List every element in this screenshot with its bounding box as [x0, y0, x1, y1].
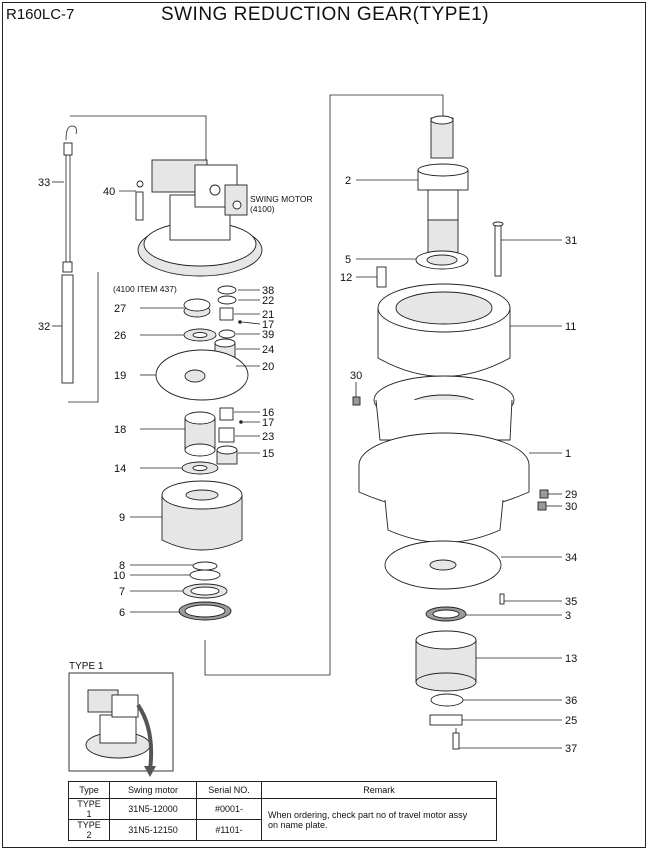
cell-swing-motor: 31N5-12000: [109, 798, 197, 820]
callout-10: 10: [113, 570, 125, 582]
callout-38: 38: [262, 285, 274, 297]
callout-17a: 17: [262, 319, 274, 331]
callout-20: 20: [262, 361, 274, 373]
callout-36: 36: [565, 695, 577, 707]
cell-serial: #0001-: [196, 798, 262, 820]
model-number: R160LC-7: [6, 6, 75, 23]
callout-30a: 30: [350, 370, 362, 382]
callout-3: 3: [565, 610, 571, 622]
callout-6: 6: [119, 607, 125, 619]
callout-40: 40: [103, 186, 115, 198]
callout-39: 39: [262, 329, 274, 341]
callout-9: 9: [119, 512, 125, 524]
swing-motor-part: [137, 159, 263, 277]
callout-16: 16: [262, 407, 274, 419]
callout-27: 27: [114, 303, 126, 315]
callout-11: 11: [565, 321, 576, 333]
callout-18: 18: [114, 424, 126, 436]
col-type: Type: [68, 781, 110, 799]
cell-swing-motor: 31N5-12150: [109, 819, 197, 841]
info-table: Type Swing motor Serial NO. Remark TYPE …: [68, 781, 497, 841]
col-swing-motor: Swing motor: [109, 781, 197, 799]
cell-type: TYPE 1: [68, 798, 110, 820]
callout-22: 22: [262, 295, 274, 307]
callout-7: 7: [119, 586, 125, 598]
callout-19: 19: [114, 370, 126, 382]
callout-35: 35: [565, 596, 577, 608]
assembly-boundary: [204, 94, 444, 676]
col-serial: Serial NO.: [196, 781, 262, 799]
leader-lines: [52, 179, 562, 749]
item-ref-label: (4100 ITEM 437): [113, 284, 177, 294]
level-gauge-part: [61, 125, 77, 384]
callout-14: 14: [114, 463, 126, 475]
cell-remark: When ordering, check part no of travel m…: [261, 798, 497, 841]
callout-23: 23: [262, 431, 274, 443]
callout-26: 26: [114, 330, 126, 342]
callout-8: 8: [119, 560, 125, 572]
callout-13: 13: [565, 653, 577, 665]
remark-line-2: on name plate.: [268, 819, 328, 830]
carrier-part: [161, 480, 243, 551]
swing-motor-label: SWING MOTOR: [250, 194, 313, 204]
callout-12: 12: [340, 272, 352, 284]
callout-17b: 17: [262, 417, 274, 429]
type1-thumbnail: [68, 672, 174, 777]
pinion-part: [415, 630, 477, 692]
table-row: TYPE 2 31N5-12150 #1101-: [68, 819, 497, 841]
callout-32: 32: [38, 321, 50, 333]
callout-37: 37: [565, 743, 577, 755]
callout-30b: 30: [565, 501, 577, 513]
callout-2: 2: [345, 175, 351, 187]
ring-gear-part: [377, 283, 511, 377]
callouts: 33 32 40 38 22 21 17 27 26 39 24 20 19 1…: [38, 175, 577, 755]
callout-21: 21: [262, 309, 274, 321]
callout-34: 34: [565, 552, 577, 564]
col-remark: Remark: [261, 781, 497, 799]
table-row: TYPE 1 31N5-12000 #0001- When ordering, …: [68, 798, 497, 841]
page-title: SWING REDUCTION GEAR(TYPE1): [160, 4, 490, 25]
callout-5: 5: [345, 254, 351, 266]
callout-24: 24: [262, 344, 274, 356]
type-box-label: TYPE 1: [69, 661, 104, 672]
table-header-row: Type Swing motor Serial NO. Remark: [68, 781, 497, 799]
cell-serial: #1101-: [196, 819, 262, 841]
callout-29: 29: [565, 489, 577, 501]
drive-shaft-part: [417, 115, 469, 261]
part-40: [135, 180, 144, 221]
remark-line-1: When ordering, check part no of travel m…: [268, 809, 468, 820]
callout-15: 15: [262, 448, 274, 460]
callout-31: 31: [565, 235, 577, 247]
swing-motor-ref: (4100): [250, 204, 275, 214]
callout-25: 25: [565, 715, 577, 727]
casing-part: [358, 375, 530, 543]
callout-1: 1: [565, 448, 571, 460]
callout-33: 33: [38, 177, 50, 189]
cell-type: TYPE 2: [68, 819, 110, 841]
